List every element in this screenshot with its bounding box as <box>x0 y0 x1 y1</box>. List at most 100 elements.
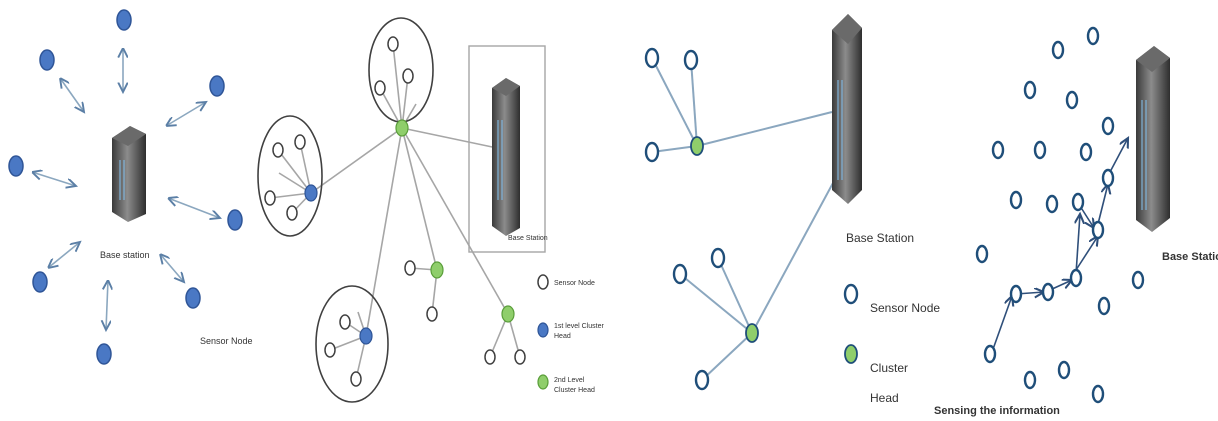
sensor-node <box>1051 40 1065 60</box>
cluster-boundary <box>257 115 323 237</box>
sensor-node <box>185 287 201 309</box>
base-station-server-icon <box>1136 46 1170 232</box>
sensor-nodes-hollow <box>264 36 526 387</box>
sensor-node <box>8 155 24 177</box>
sensor-node <box>644 47 660 69</box>
sensor-node <box>294 134 306 150</box>
legend-first-level-label: 1st level Cluster <box>554 323 604 330</box>
sensor-node <box>1033 140 1047 160</box>
sensor-node <box>683 49 699 71</box>
sensor-node <box>32 271 48 293</box>
legend-first-level-icon <box>537 322 549 338</box>
sensor-node <box>402 68 414 84</box>
base-station-server-icon <box>832 14 862 204</box>
sensor-node <box>404 260 416 276</box>
legend-sensor-node-label: Sensor Node <box>870 301 940 315</box>
sensor-node <box>1057 360 1071 380</box>
legend-second-level-label: 2nd Level <box>554 377 585 384</box>
base-station-label: Base Station <box>1162 251 1218 263</box>
sensor-node <box>1091 220 1105 240</box>
first-level-cluster-head <box>304 184 318 202</box>
sensor-node <box>426 306 438 322</box>
sensor-node <box>694 369 710 391</box>
sensor-node <box>1101 168 1115 188</box>
sensor-node <box>1091 384 1105 404</box>
cluster-head <box>690 136 704 156</box>
legend-cluster-head-label: Cluster <box>870 361 908 375</box>
sensor-node <box>644 141 660 163</box>
legend: Sensor Node Cluster Head <box>843 283 940 405</box>
cluster-head <box>745 323 759 343</box>
sensor-node <box>1069 268 1083 288</box>
sensor-node <box>514 349 526 365</box>
sensor-node <box>1023 80 1037 100</box>
sensor-node <box>484 349 496 365</box>
base-station-label: Base Station <box>846 231 914 245</box>
sensor-node <box>1009 284 1023 304</box>
sensing-label: Sensing the information <box>934 405 1060 417</box>
cluster-links <box>269 43 521 380</box>
sensor-node <box>710 247 726 269</box>
sensor-node <box>1097 296 1111 316</box>
sensor-node <box>1065 90 1079 110</box>
sensor-node <box>1041 282 1055 302</box>
sensor-node <box>983 344 997 364</box>
base-station-box <box>468 45 546 253</box>
sensor-node <box>672 263 688 285</box>
legend-cluster-head-icon <box>844 344 858 364</box>
sensor-node <box>975 244 989 264</box>
sensor-nodes-hollow <box>644 47 726 391</box>
legend-second-level-label-2: Cluster Head <box>554 387 595 394</box>
sensor-node <box>324 342 336 358</box>
sensor-node <box>387 36 399 52</box>
cluster-boundary <box>315 285 389 403</box>
sensor-node <box>116 9 132 31</box>
panel-multilevel-cluster: Base Station Sensor Node <box>257 17 604 403</box>
second-level-cluster-head <box>430 261 444 279</box>
sensor-node <box>96 343 112 365</box>
sensor-node <box>286 205 298 221</box>
multihop-arrows <box>991 138 1128 353</box>
cluster-boundaries <box>257 17 434 403</box>
sensor-nodes-filled <box>8 9 243 365</box>
sensor-node <box>991 140 1005 160</box>
base-station-server-icon <box>112 126 146 222</box>
sensor-node <box>209 75 225 97</box>
sensor-node <box>1101 116 1115 136</box>
second-level-cluster-head <box>395 119 409 137</box>
legend-first-level-label-2: Head <box>554 333 571 340</box>
sensor-nodes-hollow <box>975 26 1145 404</box>
legend: Sensor Node 1st level Cluster Head 2nd L… <box>537 274 604 394</box>
sensor-node <box>39 49 55 71</box>
base-station-server-icon <box>492 78 520 236</box>
second-level-cluster-head <box>501 305 515 323</box>
sensor-node <box>1086 26 1100 46</box>
first-level-cluster-head <box>359 327 373 345</box>
legend-sensor-node-icon <box>843 283 859 305</box>
bidirectional-arrows <box>32 48 220 330</box>
sensor-node <box>1045 194 1059 214</box>
sensor-node-label: Sensor Node <box>200 336 253 346</box>
cluster-boundary <box>368 17 434 123</box>
sensor-node <box>374 80 386 96</box>
sensor-node <box>1079 142 1093 162</box>
legend-cluster-head-label-2: Head <box>870 391 899 405</box>
panel-direct: Base station Sensor Node <box>8 9 253 365</box>
sensor-node <box>1071 192 1085 212</box>
panel-single-cluster: Base Station Sensor Node Cluster Head <box>644 14 940 405</box>
sensor-node <box>1009 190 1023 210</box>
sensor-node <box>1023 370 1037 390</box>
sensor-node <box>264 190 276 206</box>
panel-multihop: Base Station <box>934 26 1218 417</box>
sensor-node <box>227 209 243 231</box>
legend-sensor-node-label: Sensor Node <box>554 280 595 287</box>
legend-second-level-icon <box>537 374 549 390</box>
sensor-node <box>272 142 284 158</box>
base-station-label: Base Station <box>508 235 548 242</box>
sensor-node <box>339 314 351 330</box>
cluster-links <box>651 57 841 381</box>
legend-sensor-node-icon <box>537 274 549 290</box>
base-station-label: Base station <box>100 250 150 260</box>
sensor-node <box>1131 270 1145 290</box>
